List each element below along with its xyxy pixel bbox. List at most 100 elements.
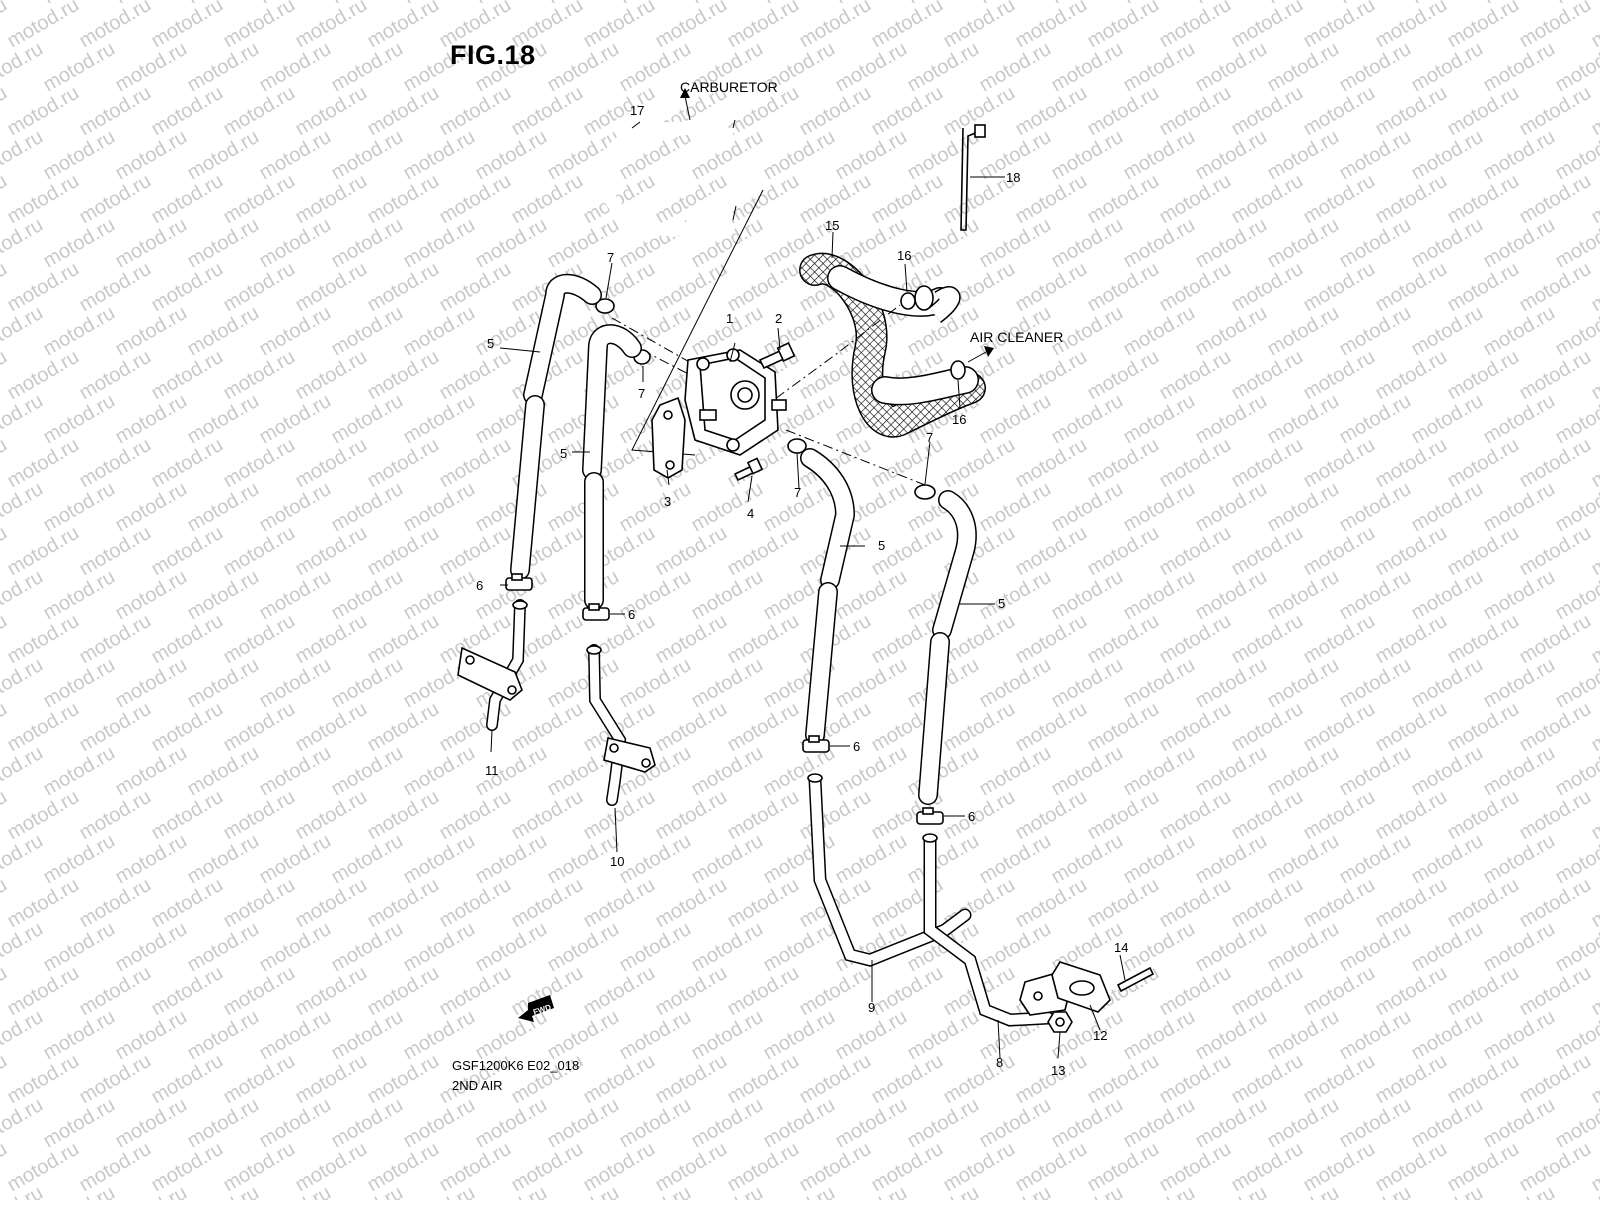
watermark-text: motod.ru [40, 214, 119, 273]
watermark-text: motod.ru [1300, 610, 1379, 669]
watermark-text: motod.ru [1372, 1138, 1451, 1197]
watermark-text: motod.ru [40, 126, 119, 185]
watermark-text: motod.ru [292, 786, 371, 845]
watermark-text: motod.ru [400, 830, 479, 889]
watermark-text: motod.ru [76, 82, 155, 141]
watermark-text: motod.ru [1156, 1138, 1235, 1197]
watermark-text: motod.ru [1588, 1050, 1600, 1109]
watermark-text: motod.ru [436, 1138, 515, 1197]
watermark-text: motod.ru [1012, 874, 1091, 933]
watermark-text: motod.ru [292, 170, 371, 229]
watermark-text: motod.ru [1012, 698, 1091, 757]
watermark-text: motod.ru [1372, 258, 1451, 317]
watermark-text: motod.ru [76, 0, 155, 52]
watermark-text: motod.ru [1012, 0, 1091, 52]
watermark-text: motod.ru [1588, 698, 1600, 757]
watermark-text: motod.ru [1372, 0, 1451, 52]
clamp-16a [901, 293, 915, 309]
callout-4: 4 [747, 506, 754, 521]
callout-6b: 6 [628, 607, 635, 622]
watermark-text: motod.ru [508, 170, 587, 229]
watermark-text: motod.ru [292, 0, 371, 52]
watermark-text: motod.ru [472, 830, 551, 889]
watermark-text: motod.ru [328, 390, 407, 449]
watermark-text: motod.ru [472, 918, 551, 977]
watermark-text: motod.ru [832, 38, 911, 97]
watermark-text: motod.ru [1372, 698, 1451, 757]
watermark-text: motod.ru [868, 962, 947, 1021]
watermark-text: motod.ru [1408, 126, 1487, 185]
bracket-3 [652, 398, 685, 478]
watermark-text: motod.ru [1408, 654, 1487, 713]
watermark-text: motod.ru [1300, 962, 1379, 1021]
watermark-text: motod.ru [400, 302, 479, 361]
watermark-text: motod.ru [1408, 390, 1487, 449]
callout-16b: 16 [952, 412, 966, 427]
watermark-text: motod.ru [76, 1050, 155, 1109]
watermark-text: motod.ru [1012, 82, 1091, 141]
watermark-text: motod.ru [1516, 962, 1595, 1021]
watermark-text: motod.ru [1120, 830, 1199, 889]
watermark-text: motod.ru [652, 610, 731, 669]
watermark-text: motod.ru [652, 962, 731, 1021]
watermark-text: motod.ru [1192, 302, 1271, 361]
watermark-text: motod.ru [724, 610, 803, 669]
watermark-text: motod.ru [1120, 742, 1199, 801]
watermark-text: motod.ru [1156, 786, 1235, 845]
watermark-text: motod.ru [1444, 698, 1523, 757]
watermark-text: motod.ru [1300, 0, 1379, 52]
watermark-text: motod.ru [292, 698, 371, 757]
watermark-text: motod.ru [1516, 170, 1595, 229]
watermark-text: motod.ru [1516, 874, 1595, 933]
carburetor-label: CARBURETOR [680, 79, 778, 95]
watermark-text: motod.ru [1444, 522, 1523, 581]
watermark-text: motod.ru [220, 0, 299, 52]
watermark-text: motod.ru [4, 346, 83, 405]
watermark-text: motod.ru [436, 522, 515, 581]
watermark-text: motod.ru [328, 478, 407, 537]
watermark-text: motod.ru [112, 830, 191, 889]
watermark-text: motod.ru [1120, 214, 1199, 273]
watermark-text: motod.ru [1336, 38, 1415, 97]
watermark-text: motod.ru [1048, 478, 1127, 537]
watermark-text: motod.ru [1444, 874, 1523, 933]
watermark-text: motod.ru [436, 874, 515, 933]
watermark-text: motod.ru [1048, 1094, 1127, 1153]
watermark-text: motod.ru [0, 830, 47, 889]
watermark-text: motod.ru [1012, 610, 1091, 669]
watermark-text: motod.ru [220, 522, 299, 581]
watermark-text: motod.ru [40, 390, 119, 449]
watermark-text: motod.ru [724, 786, 803, 845]
watermark-text: motod.ru [220, 1138, 299, 1197]
watermark-text: motod.ru [148, 170, 227, 229]
watermark-text: motod.ru [1588, 434, 1600, 493]
watermark-text: motod.ru [4, 786, 83, 845]
watermark-text: motod.ru [760, 918, 839, 977]
watermark-text: motod.ru [292, 522, 371, 581]
watermark-text: motod.ru [328, 742, 407, 801]
watermark-text: motod.ru [1084, 786, 1163, 845]
watermark-text: motod.ru [868, 1050, 947, 1109]
watermark-text: motod.ru [472, 214, 551, 273]
watermark-text: motod.ru [292, 610, 371, 669]
watermark-text: motod.ru [1156, 962, 1235, 1021]
watermark-text: motod.ru [1480, 742, 1559, 801]
watermark-text: motod.ru [184, 1094, 263, 1153]
watermark-text: motod.ru [220, 610, 299, 669]
watermark-text: motod.ru [1228, 82, 1307, 141]
watermark-text: motod.ru [328, 126, 407, 185]
watermark-text: motod.ru [868, 82, 947, 141]
watermark-text: motod.ru [976, 214, 1055, 273]
callout-3: 3 [664, 494, 671, 509]
watermark-text: motod.ru [976, 38, 1055, 97]
watermark-text: motod.ru [1480, 654, 1559, 713]
watermark-text: motod.ru [1084, 698, 1163, 757]
watermark-text: motod.ru [904, 214, 983, 273]
watermark-text: motod.ru [4, 1050, 83, 1109]
callout-15: 15 [825, 218, 839, 233]
watermark-text: motod.ru [1336, 918, 1415, 977]
watermark-text: motod.ru [796, 0, 875, 52]
watermark-text: motod.ru [976, 654, 1055, 713]
watermark-text: motod.ru [256, 38, 335, 97]
watermark-text: motod.ru [1012, 522, 1091, 581]
